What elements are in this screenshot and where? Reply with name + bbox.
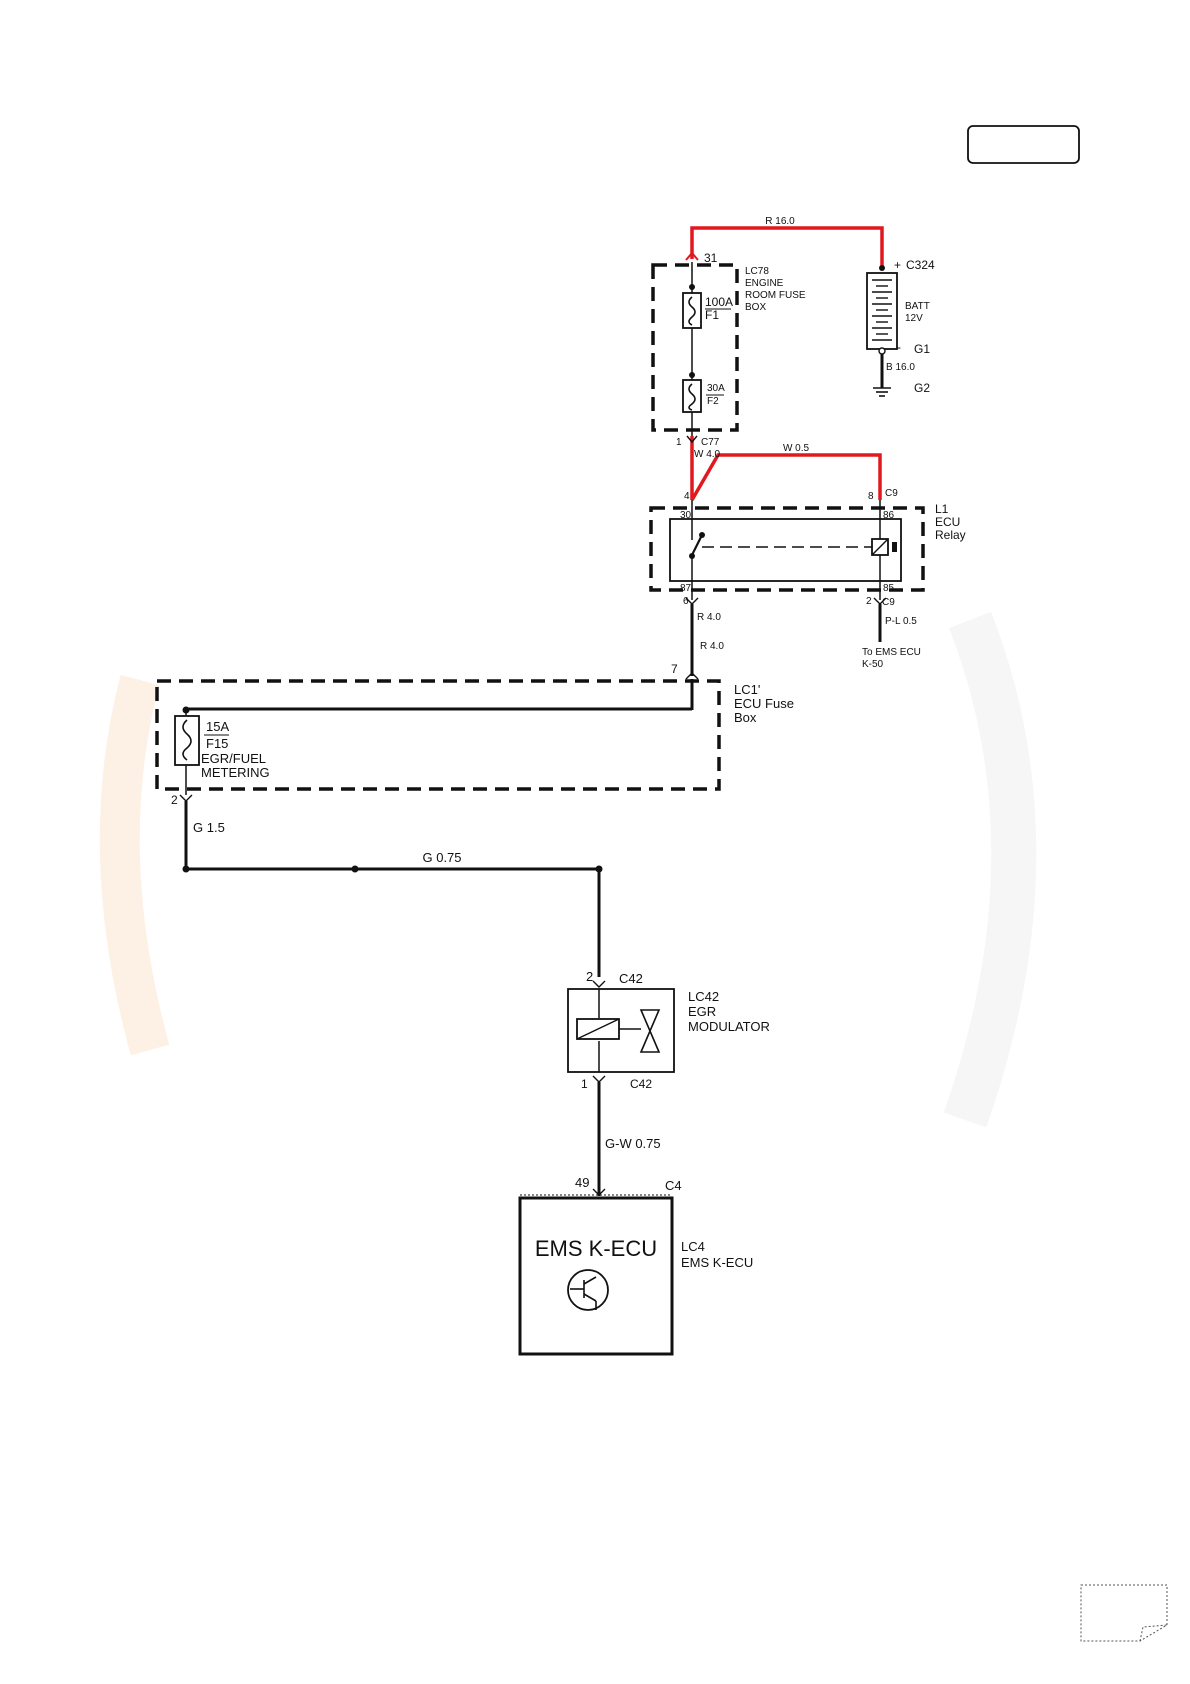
wire-b16-label: B 16.0 [886,362,915,373]
ground-g2: G2 [914,381,930,395]
lc11-pin2: 2 [171,793,178,807]
relay-label-line: L1 [935,502,949,516]
egr-label-line: EGR [688,1004,716,1019]
battery-label-line: BATT [905,301,930,312]
ground-g1: G1 [914,342,930,356]
egr-conn-top: C42 [619,971,643,986]
relay-pin6: 6 [683,596,689,607]
to-ems-label-line: K-50 [862,659,884,670]
fuse-f1-icon [682,292,702,329]
fuse-f15-id: F15 [206,736,228,751]
wire-w05 [690,453,882,501]
fuse-f15-icon [174,715,200,766]
wire-r16 [690,226,884,268]
wire-w05-label: W 0.5 [783,443,810,454]
battery-plus: + [894,258,901,272]
lc11-label-line: ECU Fuse [734,696,794,711]
wire-pl05-label: P-L 0.5 [885,616,917,627]
lc78-label-line: ROOM FUSE [745,290,806,301]
fuse-f15-label-line: METERING [201,765,270,780]
ecu-body [518,1196,674,1356]
wire-r40-label-2: R 4.0 [700,641,724,652]
connector-chevron [592,1075,606,1083]
relay-terminal-30: 30 [680,510,692,521]
connector-chevron [685,251,699,261]
relay-pin8: 8 [868,491,874,502]
relay-terminal-85: 85 [883,583,895,594]
ecu-label-line: LC4 [681,1239,705,1254]
wire-r16-label: R 16.0 [765,216,795,227]
relay-label-line: ECU [935,515,960,529]
fuse-f2-id: F2 [707,396,719,407]
egr-pin-bottom: 1 [581,1077,588,1091]
fuse-box-lc11 [155,679,721,791]
wire-g075-label: G 0.75 [422,850,461,865]
fuse-f2-rating: 30A [707,383,725,394]
wire-g15-label: G 1.5 [193,820,225,835]
lc11-label-line: LC1' [734,682,760,697]
fuse-f15-label-line: EGR/FUEL [201,751,266,766]
lc11-label-line: Box [734,710,757,725]
wire-gw075-label: G-W 0.75 [605,1136,661,1151]
fuse-f1-rating: 100A [705,295,733,309]
relay-c9-bottom: C9 [882,597,895,608]
battery-connector: C324 [906,258,935,272]
egr-label-line: MODULATOR [688,1019,770,1034]
lc78-label-line: BOX [745,302,766,313]
page-curl-icon [1080,1584,1168,1642]
relay-terminal-87: 87 [680,583,692,594]
junction-dot [689,372,695,378]
relay-l1-body [669,518,902,582]
ground-icon [873,387,891,397]
egr-label-line: LC42 [688,989,719,1004]
junction-dot [689,284,695,290]
battery-icon [866,272,898,350]
relay-label-line: Relay [935,528,966,542]
connector-chevron [179,794,193,802]
c77-connector: C77 [701,437,720,448]
lc78-label-line: LC78 [745,266,769,277]
fuse-f15-rating: 15A [206,719,229,734]
egr-conn-bottom: C42 [630,1077,652,1091]
lc78-connector-top: 31 [704,251,718,265]
fuse-f1-id: F1 [705,308,719,322]
c77-pin: 1 [676,437,682,448]
relay-pin2: 2 [866,596,872,607]
ecu-label-line: EMS K-ECU [681,1255,753,1270]
battery-minus: - [897,340,901,354]
battery-label-line: 12V [905,313,923,324]
connector-chevron [686,435,698,444]
fuse-f2-icon [682,379,702,413]
fuse-box-lc78 [651,263,739,432]
to-ems-label-line: To EMS ECU [862,647,921,658]
connector-chevron [592,980,606,988]
transistor-icon [567,1269,609,1311]
watermark [99,611,1037,1128]
page-tag-box [967,125,1080,164]
lc78-label-line: ENGINE [745,278,784,289]
relay-c9-top: C9 [885,488,898,499]
connector-chevron [592,1188,606,1196]
relay-l1-outline [649,506,925,592]
relay-terminal-86: 86 [883,510,895,521]
egr-valve-icon [639,1009,661,1053]
wire-w40-label: W 4.0 [694,449,721,460]
relay-switch-icon [691,534,703,556]
connector-chevron [685,672,699,680]
ecu-conn: C4 [665,1178,682,1193]
ecu-pin: 49 [575,1175,589,1190]
wire-r40-label: R 4.0 [697,612,721,623]
ecu-box-title: EMS K-ECU [535,1236,657,1261]
lc11-pin7: 7 [671,662,678,676]
egr-pin-top: 2 [586,969,593,984]
relay-pin4: 4 [684,491,690,502]
